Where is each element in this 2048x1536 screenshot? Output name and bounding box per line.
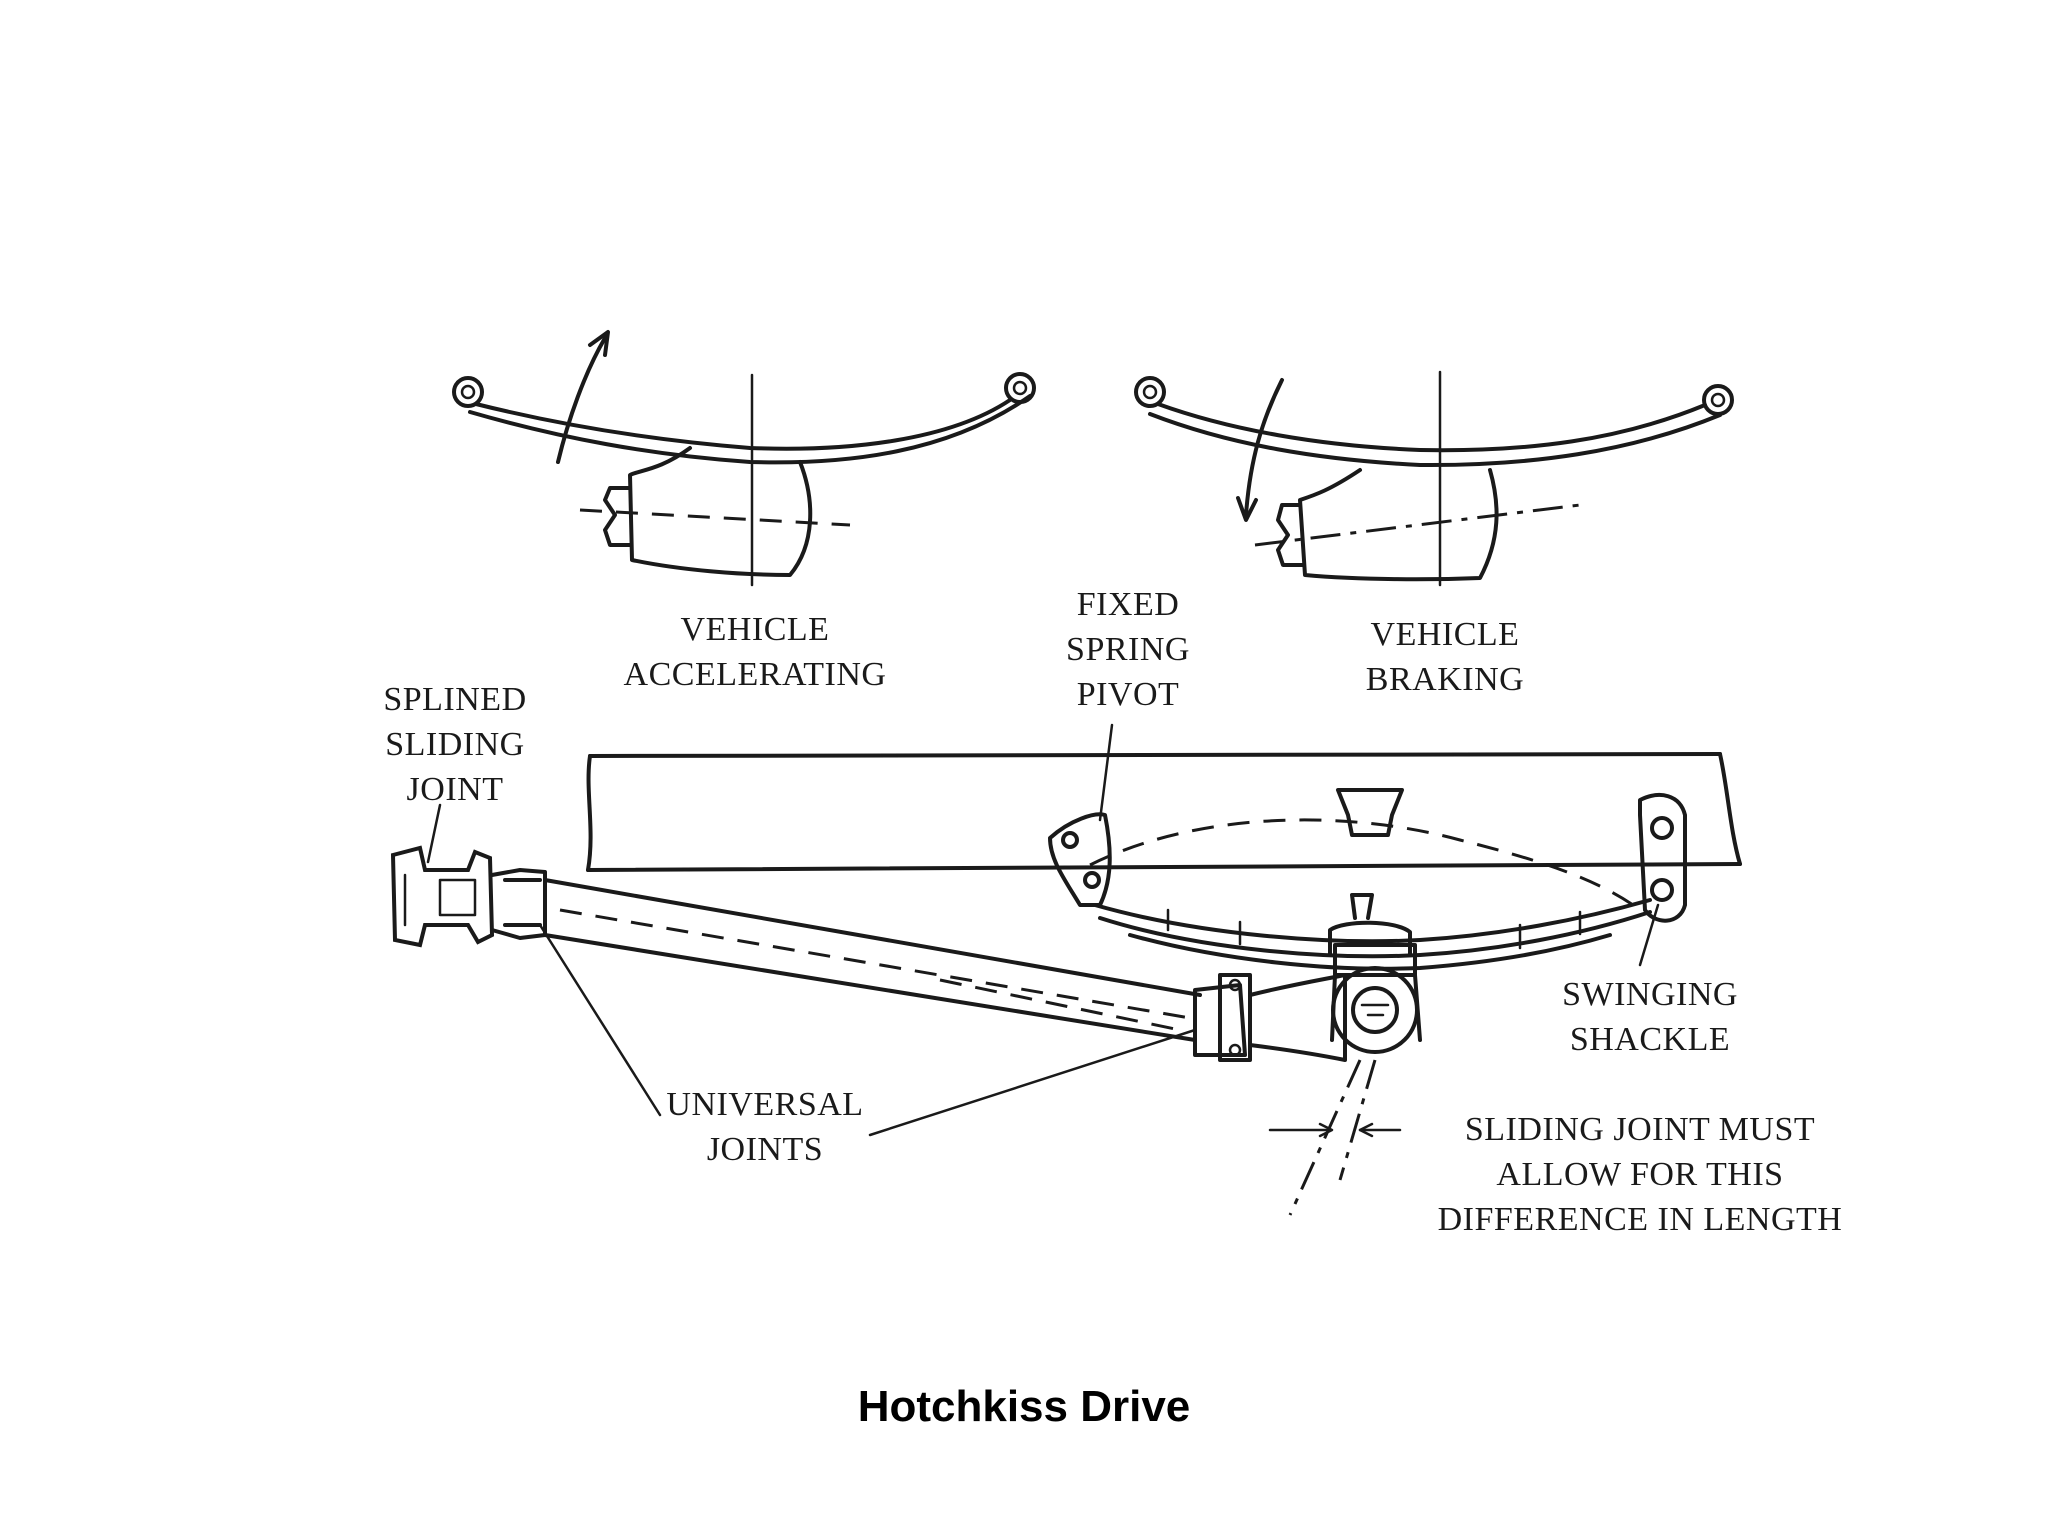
svg-text:SLIDING: SLIDING bbox=[385, 726, 524, 763]
svg-text:DIFFERENCE IN LENGTH: DIFFERENCE IN LENGTH bbox=[1438, 1201, 1843, 1238]
svg-text:FIXED: FIXED bbox=[1077, 586, 1180, 623]
bump-stop bbox=[1336, 788, 1404, 837]
label-fixed-spring-pivot: FIXED SPRING PIVOT bbox=[1066, 586, 1190, 713]
leader-lines bbox=[426, 723, 1660, 1137]
label-sliding-joint-note: SLIDING JOINT MUST ALLOW FOR THIS DIFFER… bbox=[1438, 1111, 1843, 1238]
svg-text:ACCELERATING: ACCELERATING bbox=[624, 656, 887, 693]
length-difference-indicator bbox=[1268, 1059, 1402, 1216]
label-splined-sliding-joint: SPLINED SLIDING JOINT bbox=[383, 681, 526, 808]
svg-text:PIVOT: PIVOT bbox=[1077, 676, 1180, 713]
fixed-spring-pivot-bracket bbox=[1048, 812, 1112, 907]
label-universal-joints: UNIVERSAL JOINTS bbox=[666, 1086, 863, 1168]
svg-text:JOINT: JOINT bbox=[407, 771, 504, 808]
svg-text:SPRING: SPRING bbox=[1066, 631, 1190, 668]
svg-text:JOINTS: JOINTS bbox=[707, 1131, 823, 1168]
svg-text:UNIVERSAL: UNIVERSAL bbox=[666, 1086, 863, 1123]
swinging-shackle bbox=[1638, 793, 1687, 923]
svg-text:SPLINED: SPLINED bbox=[383, 681, 526, 718]
label-swinging-shackle: SWINGING SHACKLE bbox=[1562, 976, 1738, 1058]
rear-universal-joint bbox=[1193, 973, 1252, 1062]
svg-text:SLIDING JOINT MUST: SLIDING JOINT MUST bbox=[1465, 1111, 1815, 1148]
svg-text:SWINGING: SWINGING bbox=[1562, 976, 1738, 1013]
braking-spring-sketch bbox=[1134, 370, 1734, 587]
leaf-spring bbox=[1093, 898, 1652, 971]
spring-deflected-outline bbox=[1089, 818, 1641, 912]
diagram-caption: Hotchkiss Drive bbox=[857, 1382, 1191, 1431]
svg-text:VEHICLE: VEHICLE bbox=[1371, 616, 1520, 653]
splined-sliding-joint bbox=[390, 845, 547, 948]
svg-text:VEHICLE: VEHICLE bbox=[681, 611, 830, 648]
propeller-shaft bbox=[543, 878, 1202, 1042]
label-vehicle-accelerating: VEHICLE ACCELERATING bbox=[624, 611, 887, 693]
differential-housing bbox=[1248, 893, 1422, 1062]
label-vehicle-braking: VEHICLE BRAKING bbox=[1366, 616, 1524, 698]
svg-text:ALLOW FOR THIS: ALLOW FOR THIS bbox=[1496, 1156, 1783, 1193]
svg-text:BRAKING: BRAKING bbox=[1366, 661, 1524, 698]
chassis-frame-rail bbox=[586, 752, 1742, 872]
accelerating-spring-sketch bbox=[452, 330, 1036, 587]
svg-text:SHACKLE: SHACKLE bbox=[1570, 1021, 1730, 1058]
